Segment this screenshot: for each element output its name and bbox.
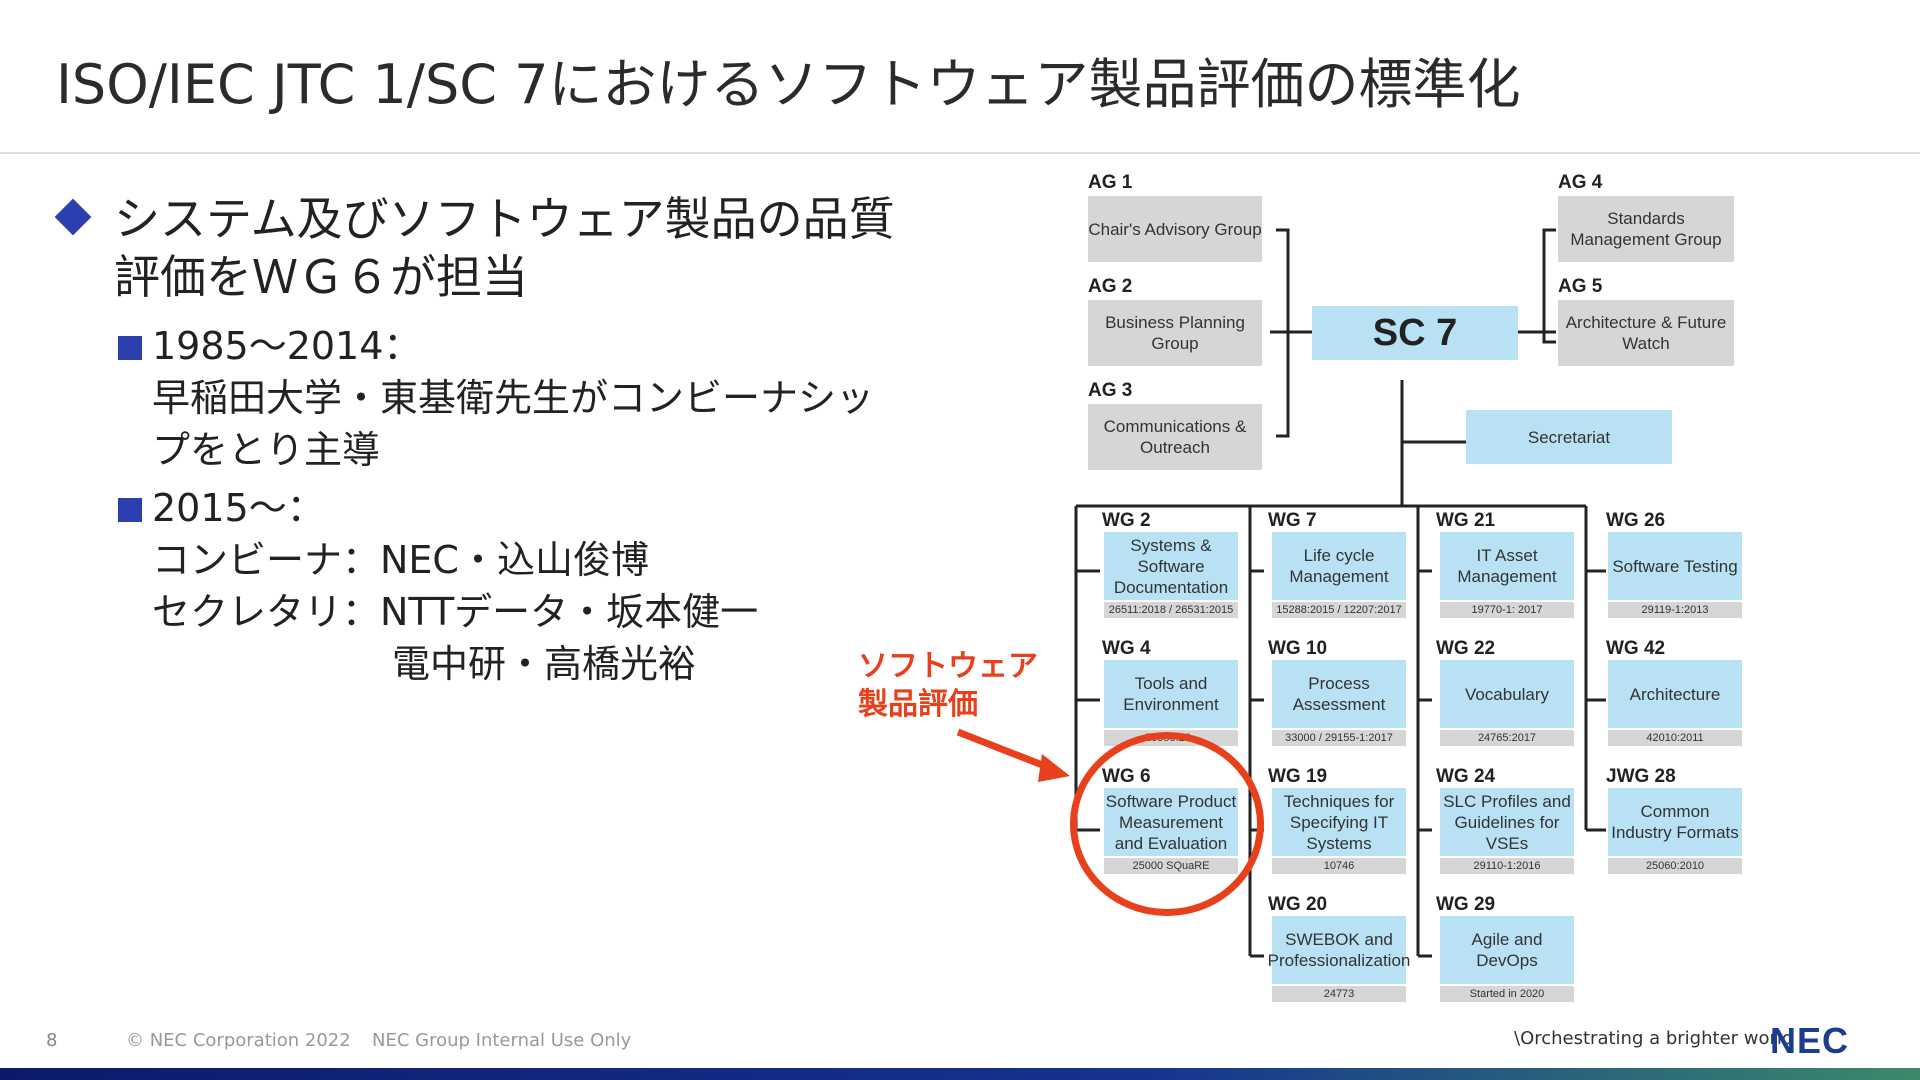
wg20-box: SWEBOK and Professionalization (1268, 916, 1410, 984)
jwg28-box: Common Industry Formats (1608, 788, 1742, 856)
page-number: 8 (46, 1030, 58, 1051)
sc7-box: SC 7 (1312, 306, 1518, 360)
main-bullet-text: システム及びソフトウェア製品の品質評価をＷＧ６が担当 (114, 192, 895, 304)
wg29-ref: Started in 2020 (1440, 986, 1574, 1002)
ag1-box: Chair's Advisory Group (1088, 196, 1262, 262)
org-chart-connectors (1074, 228, 1606, 958)
slide-title: ISO/IEC JTC 1/SC 7におけるソフトウェア製品評価の標準化 (56, 53, 1521, 116)
wg21-ref: 19770-1: 2017 (1440, 602, 1574, 618)
jwg28-ref: 25060:2010 (1608, 858, 1742, 874)
nec-logo: NEC (1770, 1020, 1850, 1061)
callout-label: ソフトウェア 製品評価 (858, 648, 1038, 724)
wg42-box: Architecture (1608, 660, 1742, 728)
square-bullet-icon (118, 498, 142, 522)
wg42-ref: 42010:2011 (1608, 730, 1742, 746)
wg2-ref: 26511:2018 / 26531:2015 (1104, 602, 1238, 618)
wg21-label: WG 21 (1436, 510, 1496, 531)
wg10-box: Process Assessment (1272, 660, 1406, 728)
wg22-label: WG 22 (1436, 638, 1496, 659)
sub-bullet-1-text-a: 早稲田大学・東基衛先生がコンビーナシッ (152, 376, 875, 420)
callout-line-1: ソフトウェア (858, 649, 1038, 684)
ag5-box: Architecture & Future Watch (1558, 300, 1734, 366)
diamond-bullet-icon (54, 198, 92, 236)
wg4-box: Tools and Environment (1104, 660, 1238, 728)
wg7-box: Life cycle Management (1272, 532, 1406, 600)
wg2-box: Systems & Software Documentation (1104, 532, 1238, 600)
ag1-label: AG 1 (1088, 172, 1133, 193)
wg24-ref: 29110-1:2016 (1440, 858, 1574, 874)
wg7-label: WG 7 (1268, 510, 1317, 531)
wg7-ref: 15288:2015 / 12207:2017 (1272, 602, 1406, 618)
wg42-label: WG 42 (1606, 638, 1666, 659)
wg4-label: WG 4 (1102, 638, 1151, 659)
sub-bullet-1-period: 1985～2014： (152, 324, 422, 368)
wg20-label: WG 20 (1268, 894, 1328, 915)
wg19-label: WG 19 (1268, 766, 1328, 787)
callout-line-2: 製品評価 (858, 687, 978, 722)
wg26-ref: 29119-1:2013 (1608, 602, 1742, 618)
ag4-label: AG 4 (1558, 172, 1603, 193)
wg29-label: WG 29 (1436, 894, 1496, 915)
jwg28-label: JWG 28 (1606, 766, 1676, 787)
secretariat-box: Secretariat (1466, 410, 1672, 464)
wg24-box: SLC Profiles and Guidelines for VSEs (1440, 788, 1574, 856)
ag2-box: Business Planning Group (1088, 300, 1262, 366)
callout-arrow-icon (956, 728, 1070, 782)
wg21-box: IT Asset Management (1440, 532, 1574, 600)
ag3-label: AG 3 (1088, 380, 1133, 401)
wg26-box: Software Testing (1608, 532, 1742, 600)
sub-bullet-1-text-b: プをとり主導 (152, 428, 381, 472)
wg26-label: WG 26 (1606, 510, 1666, 531)
ag5-label: AG 5 (1558, 276, 1603, 297)
wg10-label: WG 10 (1268, 638, 1328, 659)
copyright: © NEC Corporation 2022 (126, 1030, 351, 1051)
sub-bullet-2-period: 2015～： (152, 486, 325, 530)
wg2-label: WG 2 (1102, 510, 1151, 531)
secretary-line-2: 電中研・高橋光裕 (392, 642, 697, 686)
bottom-gradient-bar (0, 1068, 1920, 1080)
wg22-ref: 24765:2017 (1440, 730, 1574, 746)
wg22-box: Vocabulary (1440, 660, 1574, 728)
wg24-label: WG 24 (1436, 766, 1496, 787)
title-divider (0, 152, 1920, 154)
wg29-box: Agile and DevOps (1440, 916, 1574, 984)
wg19-box: Techniques for Specifying IT Systems (1272, 788, 1406, 856)
classification-label: NEC Group Internal Use Only (372, 1030, 632, 1051)
convener-line: コンビーナ：NEC・込山俊博 (152, 538, 649, 582)
square-bullet-icon (118, 336, 142, 360)
wg10-ref: 33000 / 29155-1:2017 (1272, 730, 1406, 746)
ag4-box: Standards Management Group (1558, 196, 1734, 262)
wg6-highlight-circle (1070, 732, 1264, 916)
brand-tagline: \Orchestrating a brighter world (1514, 1028, 1794, 1049)
ag2-label: AG 2 (1088, 276, 1133, 297)
secretary-line: セクレタリ：NTTデータ・坂本健一 (152, 590, 759, 634)
wg20-ref: 24773 (1272, 986, 1406, 1002)
wg19-ref: 10746 (1272, 858, 1406, 874)
ag3-box: Communications & Outreach (1088, 404, 1262, 470)
